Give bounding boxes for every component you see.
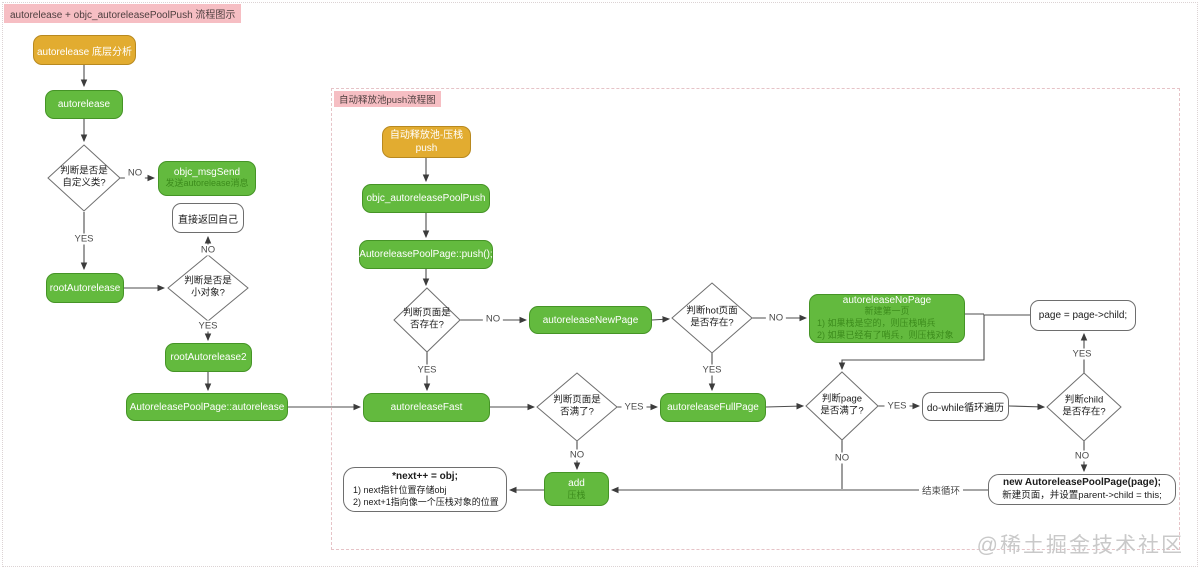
node-label: autoreleaseFullPage: [667, 402, 759, 413]
node-label: autoreleaseNewPage: [542, 314, 639, 326]
flow-node-poolpage-autorelease: AutoreleasePoolPage::autorelease: [126, 393, 288, 421]
decision-small-object-label: 判断是否是 小对象?: [184, 275, 232, 299]
node-label: rootAutorelease: [49, 282, 121, 294]
node-label: objc_msgSend: [173, 167, 241, 179]
edge-label-no: NO: [124, 167, 146, 179]
node-label: 直接返回自己: [178, 214, 238, 226]
edge-label-no: NO: [831, 452, 853, 464]
decision-page-exists-label: 判断页面是 否存在?: [403, 307, 451, 331]
node-sublabel: 发送autorelease消息: [165, 178, 249, 189]
flow-node-next-obj: *next++ = obj; 1) next指针位置存储obj 2) next+…: [343, 467, 507, 512]
node-label: rootAutorelease2: [170, 352, 247, 363]
node-note: 新建页面，并设置parent->child = this;: [1002, 489, 1162, 501]
node-label: AutoreleasePoolPage::autorelease: [129, 401, 285, 413]
edge-label-no: NO: [1071, 450, 1093, 462]
flow-node-autorelease-fast: autoreleaseFast: [363, 393, 490, 422]
flow-node-objc-msgsend: objc_msgSend 发送autorelease消息: [158, 161, 256, 196]
edge-label-yes: YES: [884, 400, 910, 412]
decision-page-full-label: 判断页面是 否满了?: [553, 394, 601, 418]
edge-label-no: NO: [765, 312, 787, 324]
node-label: add: [568, 477, 585, 489]
edge-label-yes: YES: [1069, 348, 1095, 360]
flow-node-push-start: 自动释放池-压栈 push: [382, 126, 471, 158]
flow-node-autorelease-fullpage: autoreleaseFullPage: [660, 393, 766, 422]
node-label: autoreleaseNoPage: [842, 295, 932, 307]
node-label: autoreleaseFast: [390, 402, 463, 413]
node-item: 2) next+1指向像一个压栈对象的位置: [353, 497, 499, 508]
flow-node-autorelease: autorelease: [45, 90, 123, 119]
edge-label-no: NO: [197, 244, 219, 256]
node-label: page = page->child;: [1038, 310, 1128, 321]
edge-label-yes: YES: [71, 233, 97, 245]
flow-node-new-poolpage: new AutoreleasePoolPage(page); 新建页面，并设置p…: [988, 474, 1176, 505]
edge-label-yes: YES: [195, 320, 221, 332]
edge-label-no: NO: [482, 313, 504, 325]
node-code: *next++ = obj;: [392, 471, 458, 483]
flow-node-page-child: page = page->child;: [1030, 300, 1136, 331]
flow-node-add-push: add 压栈: [544, 472, 609, 506]
edge-label-yes: YES: [414, 364, 440, 376]
flow-node-poolpage-push: AutoreleasePoolPage::push();: [359, 240, 493, 269]
node-label: autorelease: [57, 99, 111, 110]
page-title: autorelease + objc_autoreleasePoolPush 流…: [4, 4, 242, 23]
decision-child-exists-label: 判断child 是否存在?: [1062, 394, 1106, 418]
push-flow-container: [331, 88, 1180, 550]
node-label: objc_autoreleasePoolPush: [366, 193, 486, 204]
flow-node-root-autorelease2: rootAutorelease2: [165, 343, 252, 372]
flow-node-do-while: do-while循环遍历: [922, 392, 1009, 421]
node-label: AutoreleasePoolPage::push();: [359, 249, 493, 260]
decision-page-full2-label: 判断page 是否满了?: [820, 393, 864, 417]
node-label: autorelease 底层分析: [36, 46, 133, 58]
node-item: 1) 如果栈是空的，则压栈哨兵: [817, 318, 936, 329]
edge-label-yes: YES: [699, 364, 725, 376]
flow-node-autorelease-nopage: autoreleaseNoPage 新建第一页 1) 如果栈是空的，则压栈哨兵 …: [809, 294, 965, 343]
push-flow-title: 自动释放池push流程图: [334, 91, 441, 107]
flow-node-autorelease-newpage: autoreleaseNewPage: [529, 306, 652, 334]
flow-node-return-self: 直接返回自己: [172, 203, 244, 233]
watermark: @稀土掘金技术社区: [976, 534, 1184, 557]
node-sublabel: 压栈: [567, 489, 586, 500]
flow-node-autorelease-analysis: autorelease 底层分析: [33, 35, 136, 65]
edge-label-yes: YES: [621, 401, 647, 413]
flow-node-objc-autoreleasepoolpush: objc_autoreleasePoolPush: [362, 184, 490, 213]
decision-custom-class-label: 判断是否是 自定义类?: [60, 165, 108, 189]
node-label: do-while循环遍历: [926, 403, 1005, 414]
edge-label-end-loop: 结束循环: [918, 483, 964, 497]
node-item: 2) 如果已经有了哨兵，则压栈对象: [817, 329, 954, 340]
node-sublabel: 新建第一页: [864, 306, 910, 317]
decision-hot-page-label: 判断hot页面 是否存在?: [686, 305, 738, 329]
edge-label-no: NO: [566, 449, 588, 461]
flow-node-root-autorelease: rootAutorelease: [46, 273, 124, 303]
node-item: 1) next指针位置存储obj: [353, 484, 447, 495]
node-code: new AutoreleasePoolPage(page);: [1003, 477, 1161, 489]
